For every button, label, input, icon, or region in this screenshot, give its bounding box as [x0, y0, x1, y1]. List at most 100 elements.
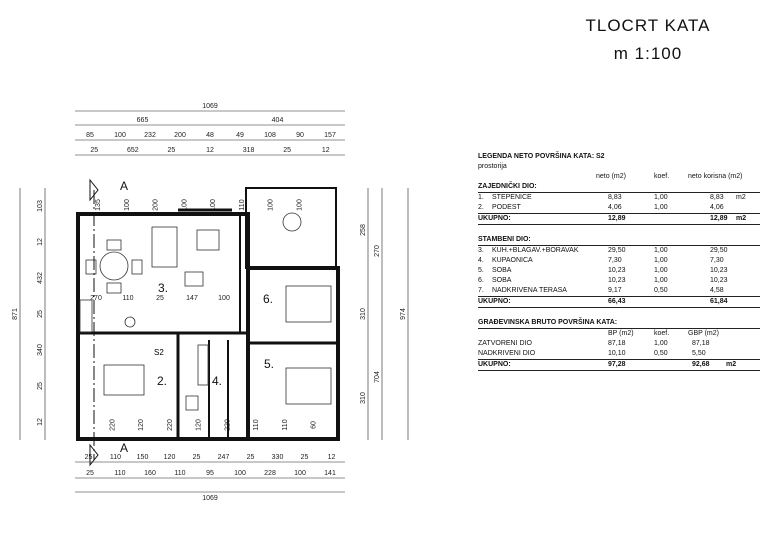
dimension-value: 100 — [124, 199, 131, 211]
korisna-value: 10,23 — [710, 277, 728, 284]
room-name: SOBA — [492, 267, 512, 274]
unit: m2 — [736, 194, 746, 201]
total-korisna: 61,84 — [710, 298, 728, 305]
dimension-value: 120 — [196, 419, 203, 431]
dimension-value: 310 — [360, 308, 367, 320]
row-number: 7. — [478, 287, 484, 294]
group-heading: STAMBENI DIO: — [478, 235, 760, 246]
korisna-value: 29,50 — [710, 247, 728, 254]
koef-value: 1,00 — [654, 247, 668, 254]
row-number: 2. — [478, 204, 484, 211]
dimension-value: 25 — [193, 454, 201, 461]
drawing-scale: m 1:100 — [613, 44, 683, 63]
dimension-value: 160 — [144, 470, 156, 477]
dimension-value: 85 — [86, 132, 94, 139]
bp-value: 87,18 — [608, 340, 626, 347]
dimension-value: 12 — [206, 147, 214, 154]
room-5-label: 5. — [264, 357, 274, 371]
koef-value: 0,50 — [654, 287, 668, 294]
neto-value: 29,50 — [608, 247, 626, 254]
dimension-value: 95 — [206, 470, 214, 477]
dimension-value: 25 — [85, 454, 93, 461]
section-marker-top — [89, 178, 99, 467]
dimension-value: 48 — [206, 132, 214, 139]
row-number: 6. — [478, 277, 484, 284]
dimension-value: 110 — [114, 470, 125, 477]
dimension-value: 100 — [218, 295, 230, 302]
dimension-value: 120 — [164, 454, 176, 461]
korisna-value: 4,58 — [710, 287, 724, 294]
total-neto: 12,89 — [608, 215, 626, 222]
dimension-value: 110 — [282, 419, 289, 430]
dimension-value: 12 — [37, 238, 44, 246]
neto-value: 4,06 — [608, 204, 622, 211]
koef-value: 1,00 — [654, 257, 668, 264]
dimension-value: 1069 — [202, 103, 218, 110]
toilet — [185, 395, 199, 411]
koef-value: 0,50 — [654, 350, 668, 357]
group-heading: ZAJEDNIČKI DIO: — [478, 182, 760, 193]
dimension-value: 12 — [322, 147, 330, 154]
bathtub — [197, 344, 209, 386]
walls — [76, 187, 340, 441]
legend-col-headers: neto (m2) koef. neto korisna (m2) — [478, 172, 760, 182]
dimension-value: 25 — [247, 454, 255, 461]
chair — [131, 259, 143, 275]
total-neto: 66,43 — [608, 298, 626, 305]
area-legend: LEGENDA NETO POVRŠINA KATA: S2 prostorij… — [478, 152, 760, 371]
dimension-value: 25 — [283, 147, 291, 154]
dimension-value: 110 — [253, 419, 260, 430]
korisna-value: 7,30 — [710, 257, 724, 264]
col-header: BP (m2) — [608, 330, 634, 337]
neto-value: 7,30 — [608, 257, 622, 264]
armchair — [196, 229, 220, 251]
dimension-value: 220 — [167, 419, 174, 431]
col-header: koef. — [654, 173, 670, 180]
dimension-value: 135 — [95, 199, 102, 211]
row-number: 5. — [478, 267, 484, 274]
stair-label: S2 — [154, 348, 164, 357]
koef-value: 1,00 — [654, 204, 668, 211]
room-name: KUPAONICA — [492, 257, 533, 264]
group-total: UKUPNO: 12,89 12,89 m2 — [478, 213, 760, 225]
dimension-value: 232 — [144, 132, 156, 139]
korisna-value: 4,06 — [710, 204, 724, 211]
sofa — [151, 226, 178, 268]
gbp-value: 5,50 — [692, 350, 706, 357]
dimension-value: 330 — [272, 454, 284, 461]
dimension-value: 141 — [324, 470, 336, 477]
room-3-label: 3. — [158, 281, 168, 295]
chair — [85, 259, 97, 275]
dimension-value: 270 — [90, 295, 102, 302]
dimension-value: 258 — [360, 224, 367, 236]
dimension-value: 100 — [296, 199, 303, 211]
armchair — [184, 271, 204, 287]
dimension-value: 247 — [218, 454, 230, 461]
total-label: UKUPNO: — [478, 215, 511, 222]
dimension-value: 103 — [37, 200, 44, 212]
room-2-label: 2. — [157, 374, 167, 388]
dimension-value: 90 — [296, 132, 304, 139]
dimension-value: 100 — [181, 199, 188, 211]
dimension-value: 871 — [12, 308, 19, 320]
dimension-value: 974 — [400, 308, 407, 320]
kitchen-counter — [79, 299, 93, 333]
dimension-value: 25 — [37, 382, 44, 390]
part-name: NADKRIVENI DIO — [478, 350, 536, 357]
sink — [124, 316, 136, 328]
korisna-value: 10,23 — [710, 267, 728, 274]
group-heading-text: GRAĐEVINSKA BRUTO POVRŠINA KATA: — [478, 319, 618, 326]
total-korisna: 12,89 — [710, 215, 728, 222]
dimension-value: 110 — [122, 295, 133, 302]
koef-value: 1,00 — [654, 340, 668, 347]
row-number: 4. — [478, 257, 484, 264]
room-name: STEPENICE — [492, 194, 532, 201]
dimension-value: 60 — [311, 421, 318, 429]
col-header: neto (m2) — [596, 173, 626, 180]
